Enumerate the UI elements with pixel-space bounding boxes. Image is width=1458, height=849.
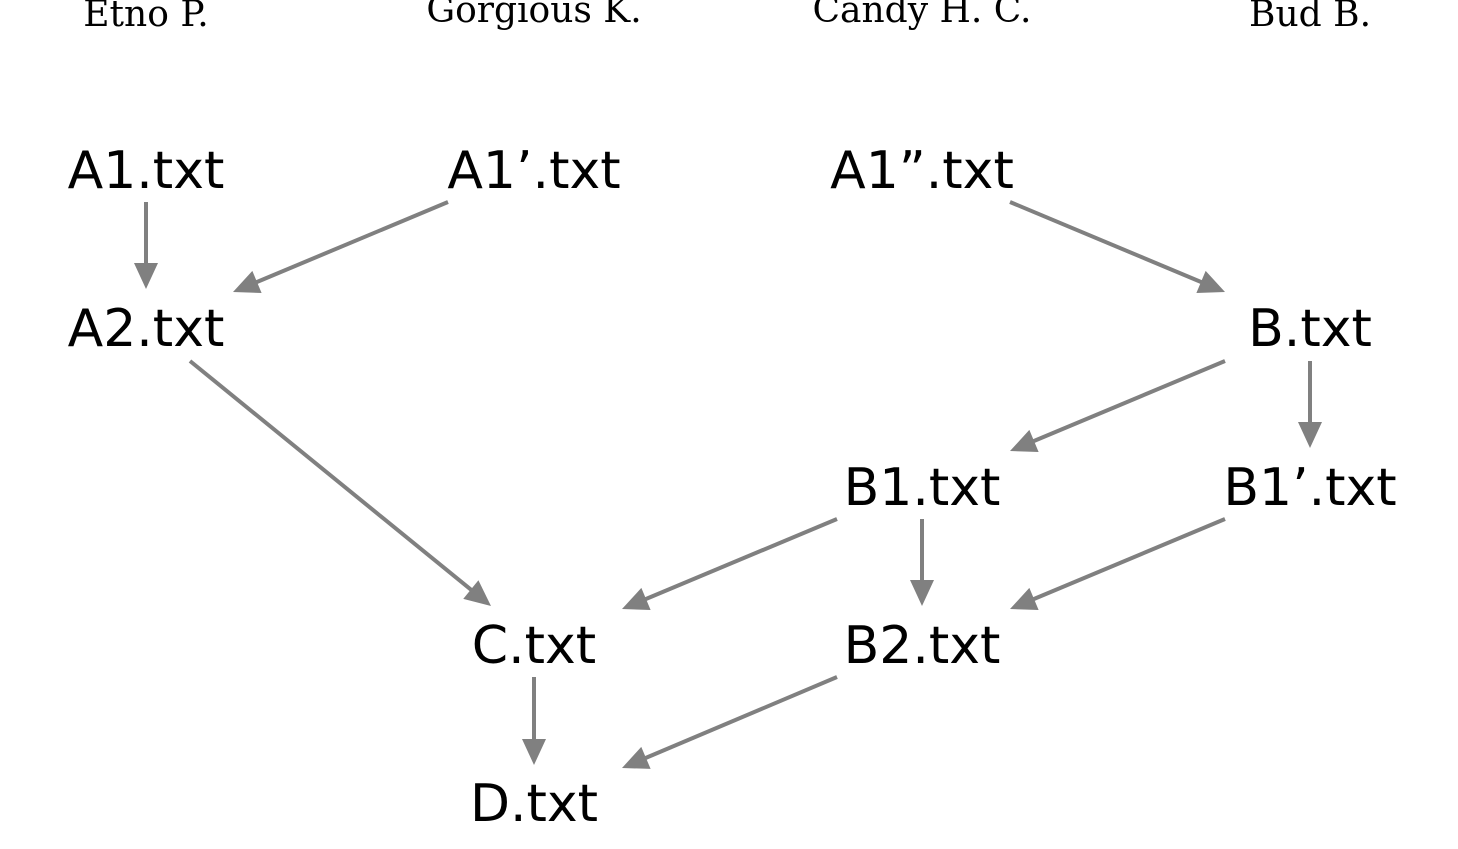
edge-b1-to-b2 (910, 519, 934, 606)
edge-a2-to-c (188, 359, 491, 606)
arrowhead-icon (1010, 429, 1039, 453)
edge-a1-to-a2 (134, 202, 158, 289)
edge-b1-to-c (622, 517, 838, 611)
node-c: C.txt (472, 616, 596, 676)
arrowhead-icon (622, 587, 651, 611)
arrowhead-icon (1298, 422, 1322, 448)
arrowhead-icon (463, 580, 491, 606)
node-d: D.txt (470, 774, 598, 834)
arrowhead-icon (1196, 270, 1225, 294)
node-b: B.txt (1248, 299, 1372, 359)
node-a1-double-prime: A1”.txt (830, 141, 1014, 201)
arrowhead-icon (233, 270, 262, 294)
edge-b-to-b1 (1010, 359, 1226, 453)
arrowhead-icon (134, 263, 158, 289)
edge-line (1031, 359, 1226, 444)
edge-layer (134, 200, 1322, 769)
edge-a1-double-prime-to-b (1009, 200, 1225, 294)
edge-line (1009, 200, 1204, 285)
edge-b1-prime-to-b2 (1010, 517, 1226, 611)
author-gorgious-k: Gorgious K. (426, 0, 641, 31)
author-candy-h-c: Candy H. C. (812, 0, 1031, 31)
edge-line (1031, 517, 1226, 602)
arrowhead-icon (522, 739, 546, 765)
edge-c-to-d (522, 677, 546, 765)
edge-line (188, 359, 474, 593)
node-b2: B2.txt (844, 616, 1001, 676)
edge-line (643, 675, 838, 761)
edge-line (643, 517, 838, 602)
node-a1: A1.txt (68, 141, 225, 201)
author-bud-b: Bud B. (1249, 0, 1371, 35)
node-a2: A2.txt (68, 299, 225, 359)
arrowhead-icon (910, 580, 934, 606)
edge-b2-to-d (622, 675, 838, 769)
edge-a1-prime-to-a2 (233, 200, 449, 294)
node-b1-prime: B1’.txt (1223, 458, 1396, 518)
node-a1-prime: A1’.txt (447, 141, 620, 201)
node-b1: B1.txt (844, 458, 1001, 518)
arrowhead-icon (622, 746, 651, 769)
arrowhead-icon (1010, 587, 1039, 611)
edge-line (254, 200, 449, 285)
author-etno-p: Etno P. (83, 0, 208, 35)
edge-b-to-b1-prime (1298, 361, 1322, 448)
